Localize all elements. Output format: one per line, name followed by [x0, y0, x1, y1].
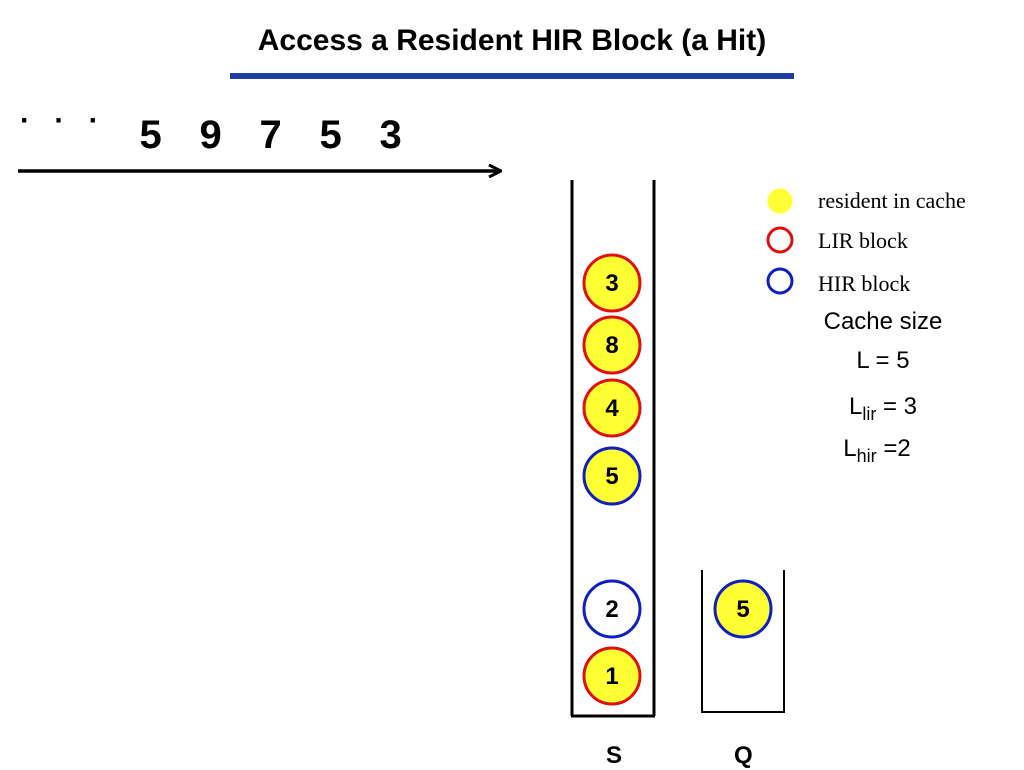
block-circle [582, 446, 642, 506]
stack-s [570, 180, 656, 718]
block-label: 3 [605, 270, 618, 297]
legend-lir-label: LIR block [818, 228, 908, 253]
block-circle [582, 315, 642, 375]
block-circle [713, 579, 773, 639]
block-lir-4: 4 [582, 378, 642, 438]
block-label: 1 [605, 663, 618, 690]
legend-lir-marker [766, 226, 794, 254]
block-lir-1: 1 [582, 646, 642, 706]
block-label: 8 [605, 332, 618, 359]
sequence-item: 5 [139, 113, 162, 157]
block-circle [582, 253, 642, 313]
legend-resident-marker [767, 188, 793, 214]
cache-size-hir: Lhir =2 [843, 435, 911, 466]
sequence-item: 3 [379, 113, 402, 157]
stack-q [701, 570, 785, 713]
legend [766, 188, 794, 295]
block-circle [582, 579, 642, 639]
cache-size-lir: Llir = 3 [848, 393, 918, 424]
title-underline [230, 73, 794, 79]
block-label: 5 [605, 463, 618, 490]
legend-hir-label: HIR block [818, 271, 911, 296]
legend-hir-marker [766, 267, 794, 295]
block-lir-8: 8 [582, 315, 642, 375]
stack-s-blocks: 3 8 4 5 2 1 [582, 253, 642, 706]
block-hir-5: 5 [713, 579, 773, 639]
sequence-item: 5 [319, 113, 342, 157]
sequence-item: 9 [199, 113, 222, 157]
cache-size-heading: Cache size [823, 308, 943, 335]
stack-q-blocks: 5 [713, 579, 773, 639]
page-title: Access a Resident HIR Block (a Hit) [257, 24, 767, 57]
stack-q-label: Q [734, 742, 753, 769]
block-label: 2 [605, 596, 618, 623]
block-circle [582, 646, 642, 706]
stack-s-label: S [606, 742, 623, 769]
legend-resident-label: resident in cache [818, 188, 966, 213]
sequence-item: 7 [259, 113, 282, 157]
block-lir-3: 3 [582, 253, 642, 313]
block-hir-5: 5 [582, 446, 642, 506]
block-circle [582, 378, 642, 438]
block-label: 4 [605, 395, 619, 422]
block-label: 5 [736, 596, 749, 623]
sequence-ellipsis: · · · [20, 104, 107, 137]
cache-size-total: L = 5 [856, 347, 910, 374]
block-hir-2: 2 [582, 579, 642, 639]
